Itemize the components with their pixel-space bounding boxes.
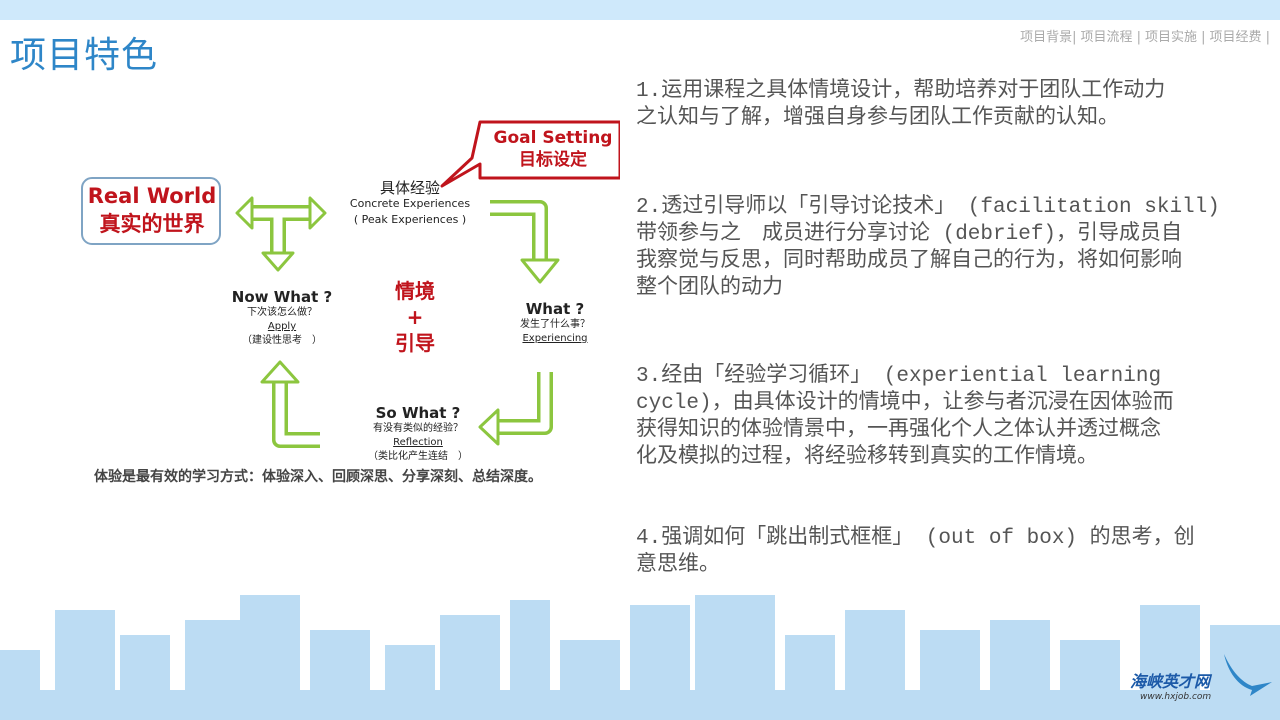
logo-name: 海峡英才网	[1130, 672, 1211, 691]
feature-item-2: 2.透过引导师以「引导讨论技术」 (facilitation skill) 带领参…	[636, 194, 1220, 302]
line: 我察觉与反思，同时帮助成员了解自己的行为，将如何影响	[636, 250, 1182, 273]
center-label: 情境 + 引导	[385, 278, 445, 356]
real-world-box	[81, 177, 221, 245]
goal-setting-zh: 目标设定	[519, 150, 587, 170]
line: 带领参与之 成员进行分享讨论 (debrief)，引导成员自	[636, 223, 1183, 246]
line: cycle)，由具体设计的情境中，让参与者沉浸在因体验而	[636, 392, 1174, 415]
line: 化及模拟的过程，将经验移转到真实的工作情境。	[636, 446, 1098, 469]
goal-setting-en: Goal Setting	[493, 128, 613, 148]
arrowheads	[235, 196, 560, 446]
real-world-zh: 真实的世界	[99, 212, 205, 236]
real-world-en: Real World	[87, 184, 217, 208]
concrete-zh: 具体经验	[379, 179, 440, 197]
eagle-logo-icon	[1224, 654, 1272, 696]
now-what-sub: （建设性思考 ）	[242, 335, 322, 346]
goal-setting-callout	[440, 120, 620, 188]
line: 3.经由「经验学习循环」 (experiential learning	[636, 365, 1162, 388]
nav-link-background[interactable]: 项目背景|	[1020, 30, 1077, 45]
what-zh: 发生了什么事？	[520, 319, 590, 330]
now-what-label: Now What ? 下次该怎么做？ Apply （建设性思考 ）	[230, 288, 334, 348]
diagram-caption: 体验是最有效的学习方式：体验深入、回顾深思、分享深刻、总结深度。	[94, 469, 542, 485]
logo-url: www.hxjob.com	[1140, 692, 1212, 702]
concrete-sub: ( Peak Experiences )	[353, 213, 467, 226]
city-skyline-background	[0, 595, 1280, 720]
nav-link-budget[interactable]: 项目经费 |	[1209, 30, 1270, 45]
feature-item-4: 4.强调如何「跳出制式框框」 (out of box) 的思考，创意思维。	[636, 525, 1195, 579]
line: 整个团队的动力	[636, 277, 783, 300]
nav-link-process[interactable]: 项目流程 |	[1080, 30, 1141, 45]
goal-setting-label: Goal Setting 目标设定	[480, 127, 626, 171]
feature-item-3: 3.经由「经验学习循环」 (experiential learning cycle…	[636, 363, 1174, 471]
concrete-experiences-label: 具体经验 Concrete Experiences ( Peak Experie…	[340, 180, 480, 228]
now-what-title: Now What ?	[231, 288, 333, 306]
so-what-title: So What ?	[375, 404, 461, 422]
now-what-en: Apply	[267, 321, 297, 332]
line: 获得知识的体验情景中，一再强化个人之体认并透过概念	[636, 419, 1161, 442]
nav-link-implementation[interactable]: 项目实施 |	[1144, 30, 1206, 45]
line: 之认知与了解，增强自身参与团队工作贡献的认知。	[636, 107, 1119, 130]
center-top: 情境	[395, 279, 435, 303]
center-bottom: 引导	[395, 331, 435, 355]
so-what-en: Reflection	[393, 437, 443, 448]
center-plus: +	[406, 305, 424, 329]
page-title: 项目特色	[10, 35, 159, 76]
now-what-zh: 下次该怎么做？	[247, 307, 317, 318]
what-label: What ? 发生了什么事？ Experiencing	[505, 300, 605, 346]
line: 1.运用课程之具体情境设计，帮助培养对于团队工作动力	[636, 80, 1166, 103]
learning-cycle-diagram	[81, 120, 620, 448]
so-what-label: So What ? 有没有类似的经验？ Reflection （类比化产生连结 …	[360, 404, 476, 464]
line: 意思维。	[636, 554, 720, 577]
site-logo: 海峡英才网 www.hxjob.com	[1130, 668, 1211, 702]
top-band	[0, 0, 1280, 20]
line: 2.透过引导师以「引导讨论技术」 (facilitation skill)	[636, 196, 1220, 219]
what-en: Experiencing	[522, 333, 588, 344]
so-what-zh: 有没有类似的经验？	[373, 423, 463, 434]
section-nav: 项目背景| 项目流程 | 项目实施 | 项目经费 |	[1020, 26, 1270, 45]
line: 4.强调如何「跳出制式框框」 (out of box) 的思考，创	[636, 527, 1195, 550]
real-world-label: Real World 真实的世界	[82, 182, 222, 238]
concrete-en: Concrete Experiences	[349, 197, 471, 210]
what-title: What ?	[525, 300, 585, 318]
so-what-sub: （类比化产生连结 ）	[368, 451, 468, 462]
feature-item-1: 1.运用课程之具体情境设计，帮助培养对于团队工作动力之认知与了解，增强自身参与团…	[636, 78, 1165, 132]
